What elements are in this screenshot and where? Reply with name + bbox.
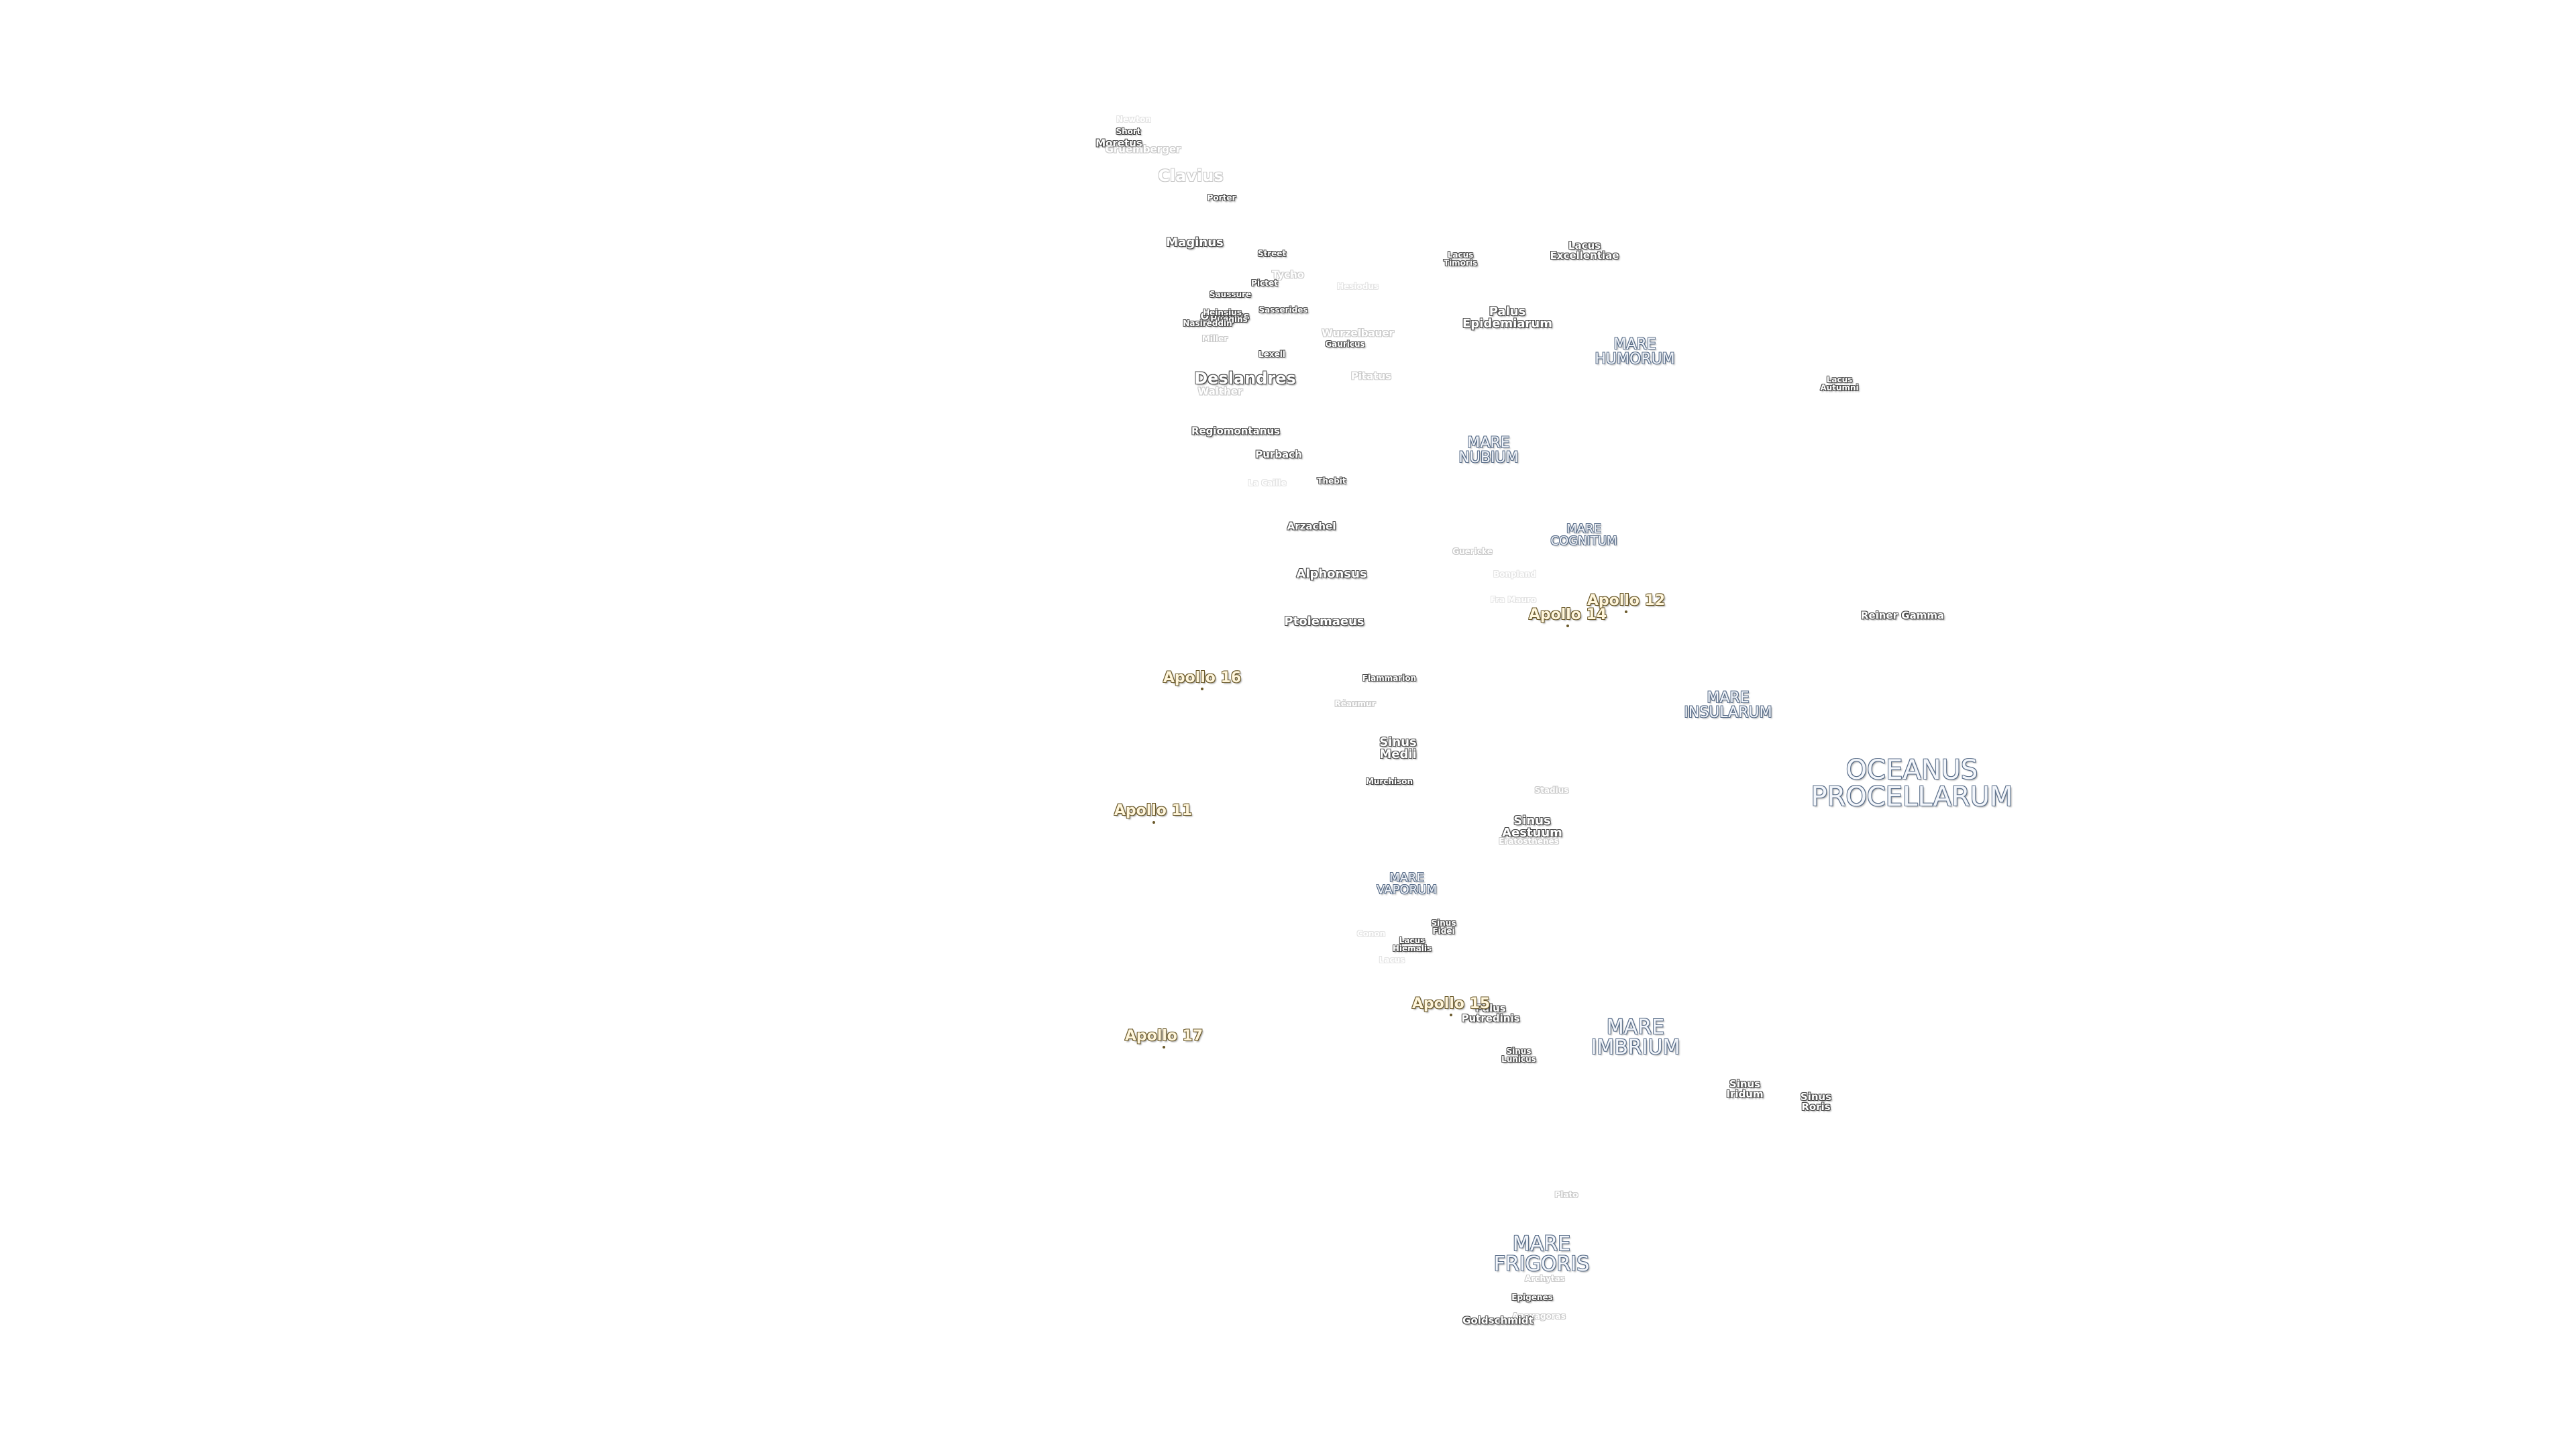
label-maginus: Maginus	[1166, 235, 1224, 250]
label-regiomontanus: Regiomontanus	[1191, 425, 1281, 437]
label-pictet: Pictet	[1251, 278, 1278, 288]
label-lacus-hiemalis: Lacus Hiemalis	[1392, 936, 1432, 953]
label-goldschmidt: Goldschmidt	[1462, 1314, 1534, 1327]
label-ptolemaeus: Ptolemaeus	[1284, 614, 1364, 629]
label-mare-vaporum: MARE VAPORUM	[1377, 871, 1437, 897]
label-clavius: Clavius	[1158, 166, 1224, 185]
apollo-11-site-marker	[1152, 821, 1155, 824]
label-fra-mauro: Fra Mauro	[1490, 595, 1537, 604]
apollo-14-site-marker	[1566, 625, 1569, 627]
label-tycho: Tycho	[1271, 268, 1305, 281]
label-pitatus: Pitatus	[1350, 370, 1392, 382]
label-apollo-11: Apollo 11	[1114, 802, 1193, 819]
label-short: Short	[1116, 127, 1141, 136]
label-sinus-iridum: Sinus Iridum	[1726, 1078, 1764, 1100]
label-mare-frigoris: MARE FRIGORIS	[1493, 1232, 1590, 1276]
label-apollo-17: Apollo 17	[1124, 1028, 1203, 1044]
label-archytas: Archytas	[1525, 1274, 1565, 1283]
label-street: Street	[1257, 249, 1287, 258]
apollo-17-site-marker	[1163, 1046, 1165, 1049]
label-flammarion: Flammarion	[1362, 674, 1417, 683]
label-bonpland: Bonpland	[1493, 570, 1536, 579]
label-palus-epidemiarum: Palus Epidemiarum	[1462, 305, 1552, 331]
label-eratosthenes: Eratosthenes	[1499, 837, 1559, 846]
label-walther: Walther	[1197, 385, 1243, 398]
label-plato: Plato	[1554, 1190, 1578, 1199]
label-gruemberger: Gruemberger	[1105, 143, 1181, 156]
label-lexell: Lexell	[1258, 350, 1285, 359]
label-miller: Miller	[1201, 334, 1228, 343]
apollo-16-site-marker	[1201, 688, 1203, 690]
label-apollo-12: Apollo 12	[1587, 592, 1666, 609]
apollo-12-site-marker	[1625, 610, 1627, 613]
label-deslandres: Deslandres	[1194, 369, 1296, 388]
label-la-caille: La Caille	[1248, 478, 1287, 488]
label-sinus-medii: Sinus Medii	[1379, 735, 1417, 761]
label-epigenes: Epigenes	[1511, 1293, 1553, 1302]
label-orontius: Orontius	[1200, 310, 1250, 323]
label-saussure: Saussure	[1209, 290, 1252, 299]
label-thebit: Thebit	[1317, 476, 1346, 486]
label-reaumur: Réaumur	[1334, 699, 1376, 708]
label-sasserides: Sasserides	[1258, 305, 1308, 315]
label-sinus-lunicus: Sinus Lunicus	[1501, 1046, 1536, 1064]
label-arzachel: Arzachel	[1287, 520, 1336, 533]
label-newton: Newton	[1116, 115, 1151, 124]
label-sinus-aestuum: Sinus Aestuum	[1502, 814, 1562, 840]
label-murchison: Murchison	[1365, 777, 1413, 786]
label-heinsius: Heinsius	[1203, 308, 1242, 317]
label-purbach: Purbach	[1255, 448, 1302, 461]
label-wurzelbauer: Wurzelbauer	[1322, 327, 1394, 339]
label-mare-humorum: MARE HUMORUM	[1595, 336, 1675, 368]
label-nasireddin: Nasireddin	[1183, 319, 1232, 328]
label-guericke: Guericke	[1452, 547, 1493, 556]
label-mare-cognitum: MARE COGNITUM	[1550, 522, 1617, 548]
label-sinus-roris: Sinus Roris	[1800, 1091, 1832, 1113]
label-apollo-15: Apollo 15	[1411, 996, 1491, 1012]
label-mare-imbrium: MARE IMBRIUM	[1591, 1016, 1680, 1059]
label-apollo-14: Apollo 14	[1528, 606, 1607, 623]
label-conon: Conon	[1356, 929, 1386, 938]
label-stadius: Stadius	[1534, 786, 1569, 795]
label-gauricus: Gauricus	[1325, 339, 1365, 349]
label-lacus-timoris: Lacus Timoris	[1443, 250, 1478, 268]
label-huggins: Huggins	[1210, 315, 1248, 324]
label-alphonsus: Alphonsus	[1296, 567, 1367, 581]
label-oceanus-procellarum: OCEANUS PROCELLARUM	[1811, 755, 2013, 812]
label-mare-insularum: MARE INSULARUM	[1684, 690, 1772, 721]
label-moretus: Moretus	[1095, 137, 1142, 150]
label-sinus-fidei: Sinus Fidei	[1431, 918, 1456, 936]
label-lacus-minor: Lacus	[1379, 955, 1405, 965]
label-apollo-16: Apollo 16	[1163, 669, 1242, 686]
label-mare-nubium: MARE NUBIUM	[1458, 435, 1519, 466]
apollo-15-site-marker	[1450, 1014, 1452, 1016]
label-hesiodus: Hesiodus	[1337, 282, 1379, 291]
label-porter: Porter	[1207, 193, 1236, 203]
label-reiner-gamma: Reiner Gamma	[1860, 609, 1945, 622]
label-palus-putredinis: Palus Putredinis	[1461, 1002, 1520, 1024]
label-lacus-excellentiae: Lacus Excellentiae	[1550, 239, 1619, 262]
label-anaxagoras: Anaxagoras	[1512, 1311, 1566, 1321]
label-lacus-autumni: Lacus Autumni	[1820, 375, 1859, 392]
